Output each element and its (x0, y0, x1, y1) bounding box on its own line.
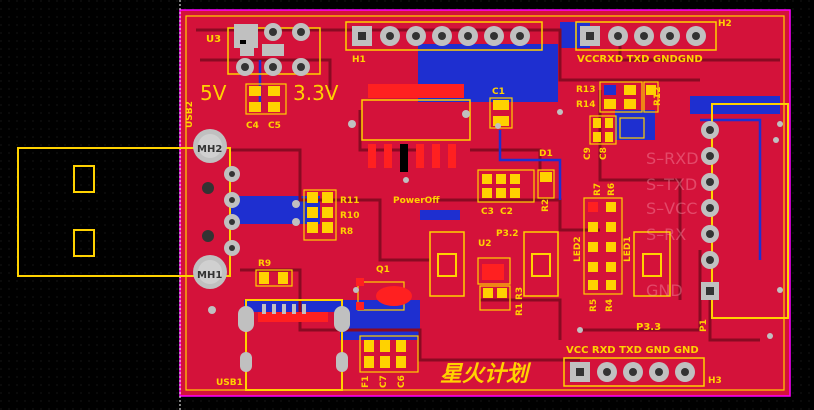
c9-label: C9 (583, 147, 593, 160)
board-outline (179, 9, 791, 397)
f1-c7-c6-component[interactable] (359, 335, 419, 373)
q1-label: Q1 (376, 265, 390, 275)
u3-label: U3 (206, 34, 221, 45)
r11-label: R11 (340, 196, 359, 206)
c1-component[interactable] (489, 97, 513, 129)
r5-label: R5 (589, 299, 599, 312)
u2-label: U2 (478, 239, 492, 249)
bottom-silk-ghost: S–RXD S–TXD S–VCC S–RX GND (646, 149, 699, 300)
r1-label: R1 (515, 303, 525, 316)
r2-label: R2 (541, 199, 551, 212)
r10-label: R10 (340, 211, 359, 221)
traces-blue (258, 60, 762, 260)
c8-label: C8 (599, 147, 609, 160)
r9-label: R9 (258, 259, 271, 269)
usb2-connector[interactable] (17, 129, 240, 289)
vias (208, 109, 779, 339)
r1-r3-component[interactable] (479, 285, 511, 311)
p32-label: P3.2 (496, 229, 519, 239)
led2-label: LED2 (573, 236, 583, 262)
5v-label: 5V (200, 81, 227, 105)
svg-text:GND: GND (646, 281, 683, 300)
mh1-label: MH1 (197, 270, 222, 281)
h3-label: H3 (708, 376, 722, 386)
svg-text:S–RXD: S–RXD (646, 149, 699, 168)
h2-label: H2 (718, 19, 732, 29)
p33-button[interactable] (633, 231, 671, 297)
poweroff-label: PowerOff (393, 196, 440, 206)
c3-c2-component[interactable] (477, 169, 535, 203)
usb2-label: USB2 (185, 101, 195, 128)
p1-label: P1 (699, 319, 709, 332)
h2-header[interactable] (575, 21, 717, 51)
c3-label: C3 (481, 207, 494, 217)
c4-label: C4 (246, 121, 259, 131)
r9-component[interactable] (255, 269, 293, 287)
d1-label: D1 (539, 149, 553, 159)
usb1-label: USB1 (216, 378, 243, 388)
d1-component[interactable] (537, 169, 555, 199)
p1-header[interactable] (701, 103, 789, 319)
r11-r10-r8-component[interactable] (292, 189, 337, 241)
svg-text:S–VCC: S–VCC (646, 199, 697, 218)
c9-c8-component[interactable] (589, 115, 645, 145)
p32-button[interactable] (429, 231, 559, 297)
r6-label: R6 (607, 183, 617, 196)
h2-pin-labels: VCCRXD TXD GNDGND (577, 54, 703, 65)
h3-header[interactable] (563, 357, 705, 387)
svg-text:S–RX: S–RX (646, 225, 686, 244)
h3-pin-labels: VCC RXD TXD GND GND (566, 345, 699, 356)
u3-component[interactable] (227, 23, 321, 76)
board-keepout (185, 15, 785, 391)
h1-header[interactable] (345, 21, 543, 51)
r12-label: R12 (653, 87, 663, 106)
3v3-label: 3.3V (293, 81, 339, 105)
r4-label: R4 (605, 299, 615, 312)
r13-r14-r12-component[interactable] (599, 81, 659, 113)
h1-label: H1 (352, 55, 366, 65)
c6-label: C6 (397, 375, 407, 388)
led1-label: LED1 (623, 236, 633, 262)
usb1-connector[interactable] (238, 299, 350, 391)
r14-label: R14 (576, 100, 595, 110)
c4-c5-component[interactable] (245, 83, 287, 115)
r8-label: R8 (340, 227, 353, 237)
c2-label: C2 (500, 207, 513, 217)
f1-label: F1 (361, 376, 371, 388)
led-resistor-array[interactable] (583, 197, 623, 295)
q1-component[interactable] (356, 278, 412, 311)
c7-label: C7 (379, 375, 389, 388)
c5-label: C5 (268, 121, 281, 131)
logo-text: 星火计划 (440, 362, 532, 387)
r13-label: R13 (576, 85, 595, 95)
svg-text:S–TXD: S–TXD (646, 175, 697, 194)
c1-label: C1 (492, 87, 505, 97)
r3-label: R3 (515, 287, 525, 300)
p33-label: P3.3 (636, 322, 661, 333)
r7-label: R7 (593, 183, 603, 196)
u2-component[interactable] (477, 257, 511, 285)
regulator-component[interactable] (348, 84, 471, 172)
mh2-label: MH2 (197, 144, 222, 155)
